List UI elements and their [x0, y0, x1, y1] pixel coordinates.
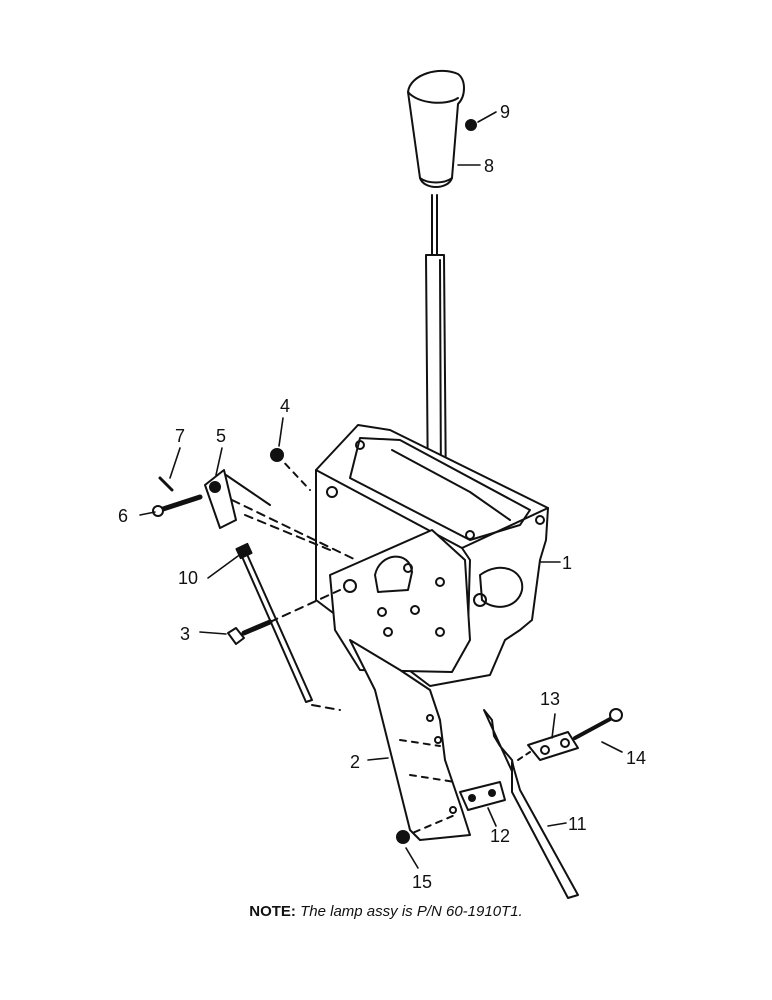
side-plate	[329, 529, 471, 673]
cotter-pin	[158, 476, 174, 492]
callout-12: 12	[490, 826, 510, 846]
callout-7: 7	[175, 426, 185, 446]
shift-knob	[407, 69, 465, 188]
leader-lines	[139, 111, 623, 869]
cable-clamp-upper	[527, 731, 579, 761]
pivot-bolt	[227, 619, 273, 645]
callout-4: 4	[280, 396, 290, 416]
set-screw	[465, 119, 477, 131]
linkage-rod	[235, 542, 313, 703]
shift-cable	[483, 709, 579, 899]
callout-15: 15	[412, 872, 432, 892]
note-text: The lamp assy is P/N 60-1910T1.	[300, 903, 523, 920]
note-label: NOTE:	[249, 903, 296, 920]
callout-10: 10	[178, 568, 198, 588]
note: NOTE: The lamp assy is P/N 60-1910T1.	[0, 903, 772, 920]
cable-clamp	[459, 781, 506, 811]
callout-1: 1	[562, 553, 572, 573]
callout-8: 8	[484, 156, 494, 176]
callout-5: 5	[216, 426, 226, 446]
callout-numbers: 9 8 4 5 7 6 10 3 1 2 13 14 11 12 15	[118, 102, 646, 892]
callout-9: 9	[500, 102, 510, 122]
mounting-bracket	[349, 639, 471, 841]
callout-14: 14	[626, 748, 646, 768]
clevis	[204, 469, 271, 529]
callout-6: 6	[118, 506, 128, 526]
clevis-pin	[152, 494, 203, 517]
callout-11: 11	[568, 814, 587, 834]
callout-3: 3	[180, 624, 190, 644]
callout-13: 13	[540, 689, 560, 709]
clamp-bolt	[573, 708, 623, 740]
callout-2: 2	[350, 752, 360, 772]
